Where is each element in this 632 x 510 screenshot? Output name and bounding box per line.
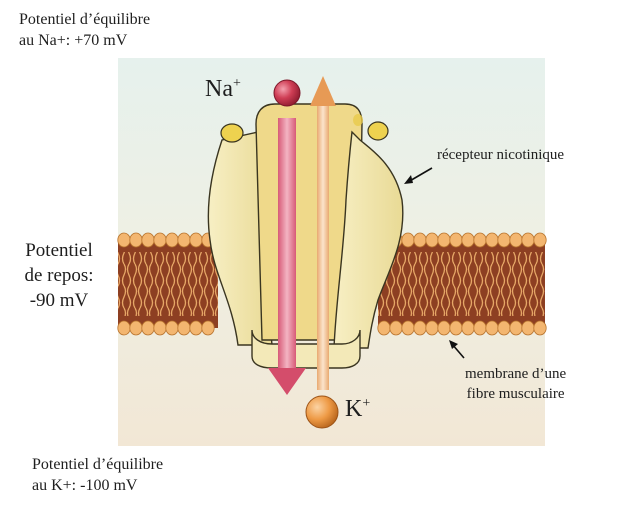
lipid-head <box>141 320 155 336</box>
membrane-label: membrane d’une fibre musculaire <box>465 364 566 404</box>
na-equilibrium-line1: Potentiel d’équilibre <box>19 11 151 28</box>
lipid-head <box>413 320 427 336</box>
potassium-ion <box>305 395 339 429</box>
potassium-efflux-arrow <box>310 76 336 390</box>
lipid-head <box>117 320 131 336</box>
lipid-head <box>413 232 427 248</box>
membrane-pointer-arrow <box>449 340 465 359</box>
lipid-bilayer-left <box>117 232 218 336</box>
lipid-head <box>533 320 547 336</box>
lipid-head <box>473 320 487 336</box>
sodium-ion-label: Na+ <box>205 76 241 103</box>
na-equilibrium-label: Potentiel d’équilibre au Na+: +70 mV <box>19 9 150 51</box>
potassium-symbol: K <box>345 396 363 422</box>
receptor-pointer-arrow <box>404 167 433 184</box>
lipid-head <box>153 232 167 248</box>
receptor-label: récepteur nicotinique <box>437 147 565 163</box>
lipid-head <box>153 320 167 336</box>
k-equilibrium-line2: au K+: -100 mV <box>32 477 138 494</box>
lipid-head <box>389 320 403 336</box>
sodium-charge: + <box>232 76 241 91</box>
lipid-head <box>437 320 451 336</box>
lipid-head <box>129 320 143 336</box>
lipid-head <box>401 320 415 336</box>
na-equilibrium-line2: au Na+: +70 mV <box>19 32 128 49</box>
lipid-head <box>521 320 535 336</box>
lipid-head <box>141 232 155 248</box>
lipid-head <box>461 232 475 248</box>
lipid-head <box>425 232 439 248</box>
resting-line2: de repos: <box>24 265 94 286</box>
k-equilibrium-line1: Potentiel d’équilibre <box>32 456 164 473</box>
resting-line3: -90 mV <box>29 290 89 311</box>
lipid-head <box>509 320 523 336</box>
lipid-head <box>485 232 499 248</box>
k-equilibrium-label: Potentiel d’équilibre au K+: -100 mV <box>32 454 163 496</box>
potassium-charge: + <box>362 396 371 411</box>
lipid-head <box>165 320 179 336</box>
lipid-head <box>189 320 203 336</box>
lipid-head <box>497 320 511 336</box>
lipid-head <box>437 232 451 248</box>
sodium-symbol: Na <box>205 76 233 102</box>
membrane-line1: membrane d’une <box>465 366 567 382</box>
membrane-line2: fibre musculaire <box>466 386 565 402</box>
lipid-head <box>473 232 487 248</box>
lipid-head <box>377 320 391 336</box>
resting-line1: Potentiel <box>25 240 93 261</box>
lipid-bilayer-right <box>377 232 547 336</box>
lipid-head <box>485 320 499 336</box>
lipid-head <box>189 232 203 248</box>
lipid-head <box>129 232 143 248</box>
lipid-head <box>533 232 547 248</box>
lipid-head <box>449 320 463 336</box>
lipid-head <box>165 232 179 248</box>
lipid-head <box>201 320 215 336</box>
lipid-head <box>117 232 131 248</box>
lipid-head <box>497 232 511 248</box>
lipid-head <box>177 320 191 336</box>
sodium-influx-arrow <box>268 118 306 395</box>
lipid-head <box>425 320 439 336</box>
lipid-head <box>461 320 475 336</box>
lipid-head <box>521 232 535 248</box>
potassium-ion-label: K+ <box>345 396 370 423</box>
lipid-head <box>449 232 463 248</box>
resting-potential-label: Potentiel de repos: -90 mV <box>7 238 111 313</box>
lipid-head <box>401 232 415 248</box>
sodium-ion <box>273 79 301 107</box>
lipid-head <box>177 232 191 248</box>
lipid-head <box>509 232 523 248</box>
